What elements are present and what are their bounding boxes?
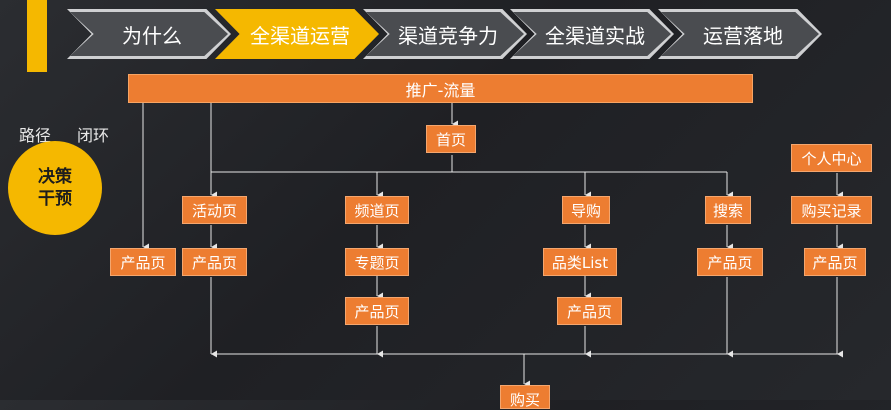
circle-line-1: 决策 bbox=[38, 167, 72, 187]
step-label: 渠道竞争力 bbox=[366, 12, 524, 56]
node-product-page-search[interactable]: 产品页 bbox=[697, 248, 763, 276]
step-omnichannel-practice[interactable]: 全渠道实战 bbox=[510, 9, 674, 59]
node-product-page-guide[interactable]: 产品页 bbox=[557, 297, 622, 325]
node-home[interactable]: 首页 bbox=[426, 125, 476, 153]
node-product-page-record[interactable]: 产品页 bbox=[804, 248, 866, 276]
node-search[interactable]: 搜索 bbox=[705, 196, 751, 224]
node-product-page-direct[interactable]: 产品页 bbox=[110, 248, 176, 276]
flow-connectors bbox=[142, 103, 843, 388]
node-category-list[interactable]: 品类List bbox=[543, 248, 617, 276]
circle-line-2: 干预 bbox=[38, 189, 72, 209]
node-shopping-guide[interactable]: 导购 bbox=[562, 196, 610, 224]
step-label: 全渠道运营 bbox=[218, 12, 376, 56]
node-topic-page[interactable]: 专题页 bbox=[345, 248, 409, 276]
traffic-banner: 推广-流量 bbox=[128, 74, 753, 103]
node-channel-page[interactable]: 频道页 bbox=[345, 196, 409, 224]
node-activity-page[interactable]: 活动页 bbox=[182, 196, 247, 224]
node-purchase-record[interactable]: 购买记录 bbox=[791, 196, 872, 224]
step-operation-landing[interactable]: 运营落地 bbox=[658, 9, 822, 59]
node-product-page-channel[interactable]: 产品页 bbox=[345, 297, 409, 325]
accent-bar bbox=[27, 0, 47, 72]
step-label: 运营落地 bbox=[661, 12, 819, 56]
step-omnichannel-operation[interactable]: 全渠道运营 bbox=[215, 9, 379, 59]
step-label: 为什么 bbox=[70, 12, 228, 56]
loop-label: 闭环 bbox=[77, 126, 110, 145]
path-label: 路径 bbox=[19, 126, 52, 145]
step-label: 全渠道实战 bbox=[513, 12, 671, 56]
node-personal-center[interactable]: 个人中心 bbox=[791, 144, 872, 172]
decision-intervention-badge: 决策 干预 bbox=[8, 141, 102, 235]
step-why[interactable]: 为什么 bbox=[67, 9, 231, 59]
node-purchase[interactable]: 购买 bbox=[500, 385, 550, 409]
step-channel-competitiveness[interactable]: 渠道竞争力 bbox=[363, 9, 527, 59]
node-product-page-activity[interactable]: 产品页 bbox=[182, 248, 247, 276]
